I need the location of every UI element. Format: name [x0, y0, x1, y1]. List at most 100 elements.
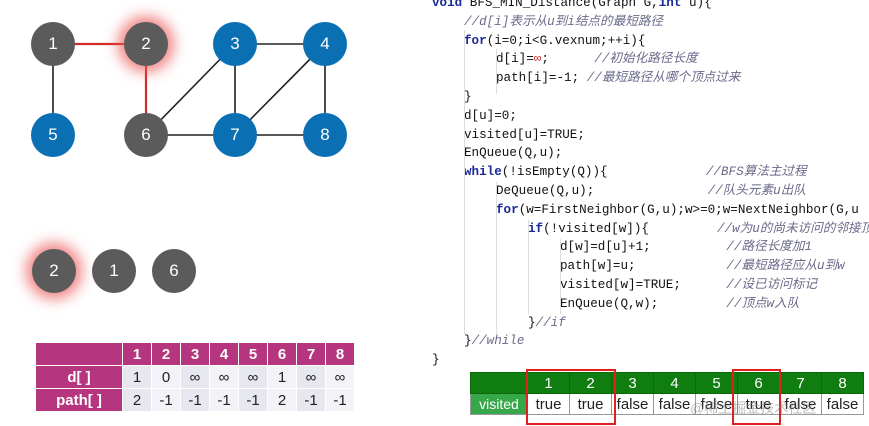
code-token: path[i]=-1; — [496, 71, 587, 86]
indent-guide — [528, 220, 529, 314]
code-line: d[w]=d[u]+1; //路径长度加1 — [560, 238, 812, 257]
code-token: while — [464, 165, 502, 180]
table-cell: false — [611, 393, 654, 415]
code-token: } — [464, 334, 472, 349]
code-line: for(w=FirstNeighbor(G,u);w>=0;w=NextNeig… — [496, 201, 859, 220]
row-header: path[ ] — [35, 388, 123, 412]
code-token: //while — [471, 334, 525, 349]
queue-item-6: 6 — [152, 249, 196, 293]
table-cell: ∞ — [238, 365, 268, 389]
column-header: 7 — [296, 342, 326, 366]
column-header: 8 — [821, 372, 864, 394]
code-token: (!visited[w]){ — [543, 221, 717, 236]
code-token: //初始化路径长度 — [594, 52, 698, 67]
code-token: //BFS算法主过程 — [705, 165, 807, 180]
code-token: BFS_MIN_Distance(Graph G, — [469, 0, 659, 10]
code-token: } — [464, 90, 472, 104]
code-token: //w为u的尚未访问的邻接顶 — [716, 221, 869, 236]
column-header: 5 — [238, 342, 268, 366]
code-token: d[i]= — [496, 52, 534, 67]
code-token: (i=0;i<G.vexnum;++i){ — [486, 33, 646, 48]
code-token: //最短路径应从u到w — [726, 259, 845, 274]
code-token: int — [658, 0, 689, 10]
table-cell: false — [779, 393, 822, 415]
code-line: EnQueue(Q,u); — [464, 144, 562, 163]
code-token: //if — [535, 315, 566, 330]
code-line: visited[u]=TRUE; — [464, 126, 585, 145]
graph-node-5: 5 — [31, 113, 75, 157]
code-token: visited[w]=TRUE; — [560, 278, 727, 292]
column-header: 4 — [653, 372, 696, 394]
table-cell: ∞ — [325, 365, 355, 389]
table-cell: true — [569, 393, 612, 415]
code-line: }//if — [528, 314, 566, 333]
column-header: 1 — [122, 342, 152, 366]
code-line: EnQueue(Q,w); //顶点w入队 — [560, 295, 799, 314]
graph-node-4: 4 — [303, 22, 347, 66]
visited-highlight-box — [732, 369, 782, 425]
queue-item-1: 1 — [92, 249, 136, 293]
code-line: void BFS_MIN_Distance(Graph G,int u){ — [432, 0, 712, 13]
code-token: //路径长度加1 — [726, 240, 812, 255]
indent-guide — [496, 182, 497, 334]
indent-guide — [464, 30, 465, 334]
indent-guide — [560, 239, 561, 314]
code-line: d[i]=∞; //初始化路径长度 — [496, 50, 698, 69]
graph-node-6: 6 — [124, 113, 168, 157]
code-token: if — [528, 221, 544, 236]
column-header: 3 — [180, 342, 210, 366]
code-line: }//while — [464, 332, 524, 351]
code-token: for — [496, 202, 519, 217]
column-header: 2 — [569, 372, 612, 394]
code-token: } — [528, 315, 536, 330]
column-header: 8 — [325, 342, 355, 366]
code-token: //最短路径从哪个顶点过来 — [586, 71, 741, 86]
table-cell: true — [527, 393, 570, 415]
code-token: d[u]=0; — [464, 108, 517, 123]
graph-node-1: 1 — [31, 22, 75, 66]
table-cell: 0 — [151, 365, 181, 389]
table-cell: -1 — [325, 388, 355, 412]
code-line: path[w]=u; //最短路径应从u到w — [560, 257, 845, 276]
table-cell: -1 — [180, 388, 210, 412]
code-token: void — [432, 0, 470, 10]
code-token: //d[i]表示从u到i结点的最短路径 — [464, 14, 663, 29]
code-token: //设已访问标记 — [726, 278, 817, 292]
indent-guide — [496, 49, 497, 94]
code-token: visited[u]=TRUE; — [464, 127, 585, 142]
table-cell: -1 — [238, 388, 268, 412]
column-header: 6 — [267, 342, 297, 366]
table-corner — [470, 372, 528, 394]
code-line: if(!visited[w]){ //w为u的尚未访问的邻接顶 — [528, 220, 869, 239]
table-cell: 1 — [122, 365, 152, 389]
code-token: //队头元素u出队 — [707, 184, 806, 198]
column-header: 7 — [779, 372, 822, 394]
code-token: //顶点w入队 — [726, 296, 800, 311]
code-token: d[w]=d[u]+1; — [560, 240, 727, 255]
table-cell: 2 — [122, 388, 152, 412]
code-line: } — [464, 88, 472, 107]
code-token: } — [432, 353, 440, 368]
column-header: 2 — [151, 342, 181, 366]
visited-highlight-box — [526, 369, 617, 425]
watermark: @稀土掘金技术社区 — [690, 400, 817, 416]
code-token: ∞ — [533, 52, 542, 67]
code-line: while(!isEmpty(Q)){ //BFS算法主过程 — [464, 163, 807, 182]
code-line: for(i=0;i<G.vexnum;++i){ — [464, 32, 645, 51]
table-cell: -1 — [296, 388, 326, 412]
column-header: 1 — [527, 372, 570, 394]
code-line: d[u]=0; — [464, 107, 517, 126]
graph-node-8: 8 — [303, 113, 347, 157]
graph-node-7: 7 — [213, 113, 257, 157]
row-header: visited — [470, 393, 528, 415]
table-corner — [35, 342, 123, 366]
code-line: DeQueue(Q,u); //队头元素u出队 — [496, 182, 806, 201]
table-cell: true — [737, 393, 780, 415]
bfs-code-listing: void BFS_MIN_Distance(Graph G,int u){//d… — [420, 0, 869, 368]
graph-node-3: 3 — [213, 22, 257, 66]
